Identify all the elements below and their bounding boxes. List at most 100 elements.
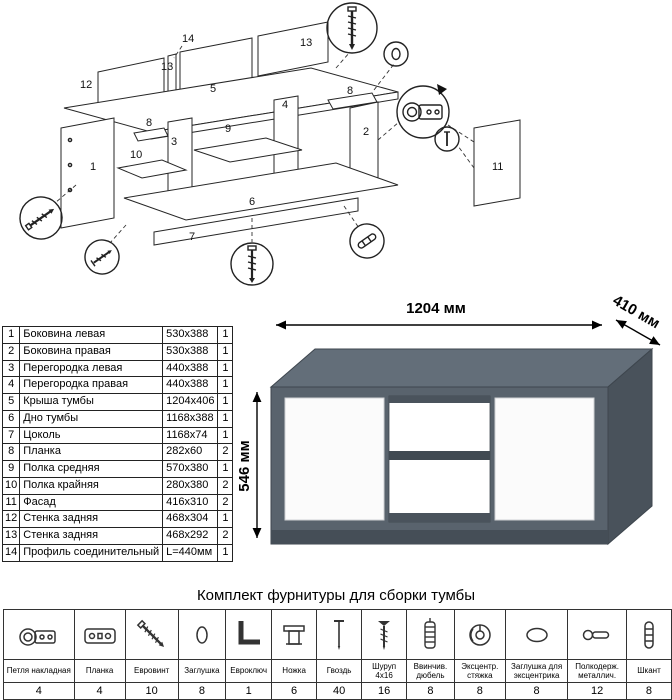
callout-hinge <box>396 84 450 139</box>
part-size: 468x304 <box>162 510 219 528</box>
cap-icon <box>196 625 208 644</box>
hardware-name: Евровинт <box>124 659 179 683</box>
part-number: 1 <box>1 326 21 344</box>
part-qty: 2 <box>217 493 234 512</box>
width-dimension-label: 1204 мм <box>406 300 466 317</box>
cabinet-render: 1204 мм 410 мм 546 мм <box>236 292 663 546</box>
part-number: 8 <box>1 443 21 461</box>
part-qty: 1 <box>217 510 234 528</box>
side-left <box>60 117 115 229</box>
part-label: 6 <box>249 196 255 208</box>
part-name: Боковина левая <box>19 326 164 344</box>
hardware-qty: 8 <box>453 682 506 700</box>
part-qty: 1 <box>217 393 234 411</box>
hardware-qty-row: 4 4 10 8 1 6 40 16 8 8 8 12 8 <box>3 682 672 700</box>
part-size: 530x388 <box>162 326 219 344</box>
part-size: 468x292 <box>162 527 219 545</box>
part-number: 13 <box>1 527 21 545</box>
cabinet-body <box>269 347 654 546</box>
part-qty: 1 <box>217 426 234 445</box>
callout-confirmat-left <box>19 196 63 240</box>
hardware-name: Заглушка для эксцентрика <box>504 659 569 683</box>
part-qty: 2 <box>217 527 234 545</box>
part-number: 14 <box>1 543 21 562</box>
dimension-depth: 410 мм <box>610 292 663 346</box>
part-name: Цоколь <box>19 426 164 445</box>
hardware-name: Планка <box>73 659 126 683</box>
part-number: 5 <box>1 393 21 411</box>
part-name: Стенка задняя <box>19 510 164 528</box>
hardware-kit-table: Петля накладная Планка Евровинт Заглушка… <box>3 609 672 700</box>
height-dimension-label: 546 мм <box>236 440 253 491</box>
left-door <box>284 397 385 521</box>
hex-key-icon <box>238 620 260 644</box>
bottom-panel <box>123 162 399 221</box>
screw-icon <box>378 620 391 650</box>
cam-cap-icon <box>525 627 548 642</box>
right-door <box>494 397 595 521</box>
part-label: 3 <box>171 136 177 148</box>
exploded-diagram: 14 13 12 13 5 8 9 3 8 1 10 4 2 6 7 11 <box>19 2 521 286</box>
middle-shelf <box>193 137 303 163</box>
part-name: Дно тумбы <box>19 409 164 428</box>
part-label: 12 <box>80 79 92 91</box>
divider-left <box>167 117 193 197</box>
part-size: 440x388 <box>162 359 219 378</box>
callout-screw-small <box>434 126 460 152</box>
hardware-icons-row <box>3 609 672 660</box>
part-name: Планка <box>19 443 164 461</box>
part-number: 6 <box>1 409 21 428</box>
part-size: 570x380 <box>162 460 219 478</box>
part-qty: 2 <box>217 476 234 495</box>
part-number: 10 <box>1 476 21 495</box>
part-name: Крыша тумбы <box>19 393 164 411</box>
hardware-name: Евроключ <box>225 659 273 683</box>
part-name: Перегородка левая <box>19 359 164 378</box>
shelf-pin-icon <box>582 629 610 640</box>
part-label: 8 <box>146 117 152 129</box>
part-label: 10 <box>130 149 142 161</box>
plate-icon <box>83 627 116 644</box>
hardware-qty: 16 <box>361 682 408 700</box>
hardware-name: Ножка <box>271 659 318 683</box>
part-qty: 1 <box>217 460 234 478</box>
part-name: Перегородка правая <box>19 376 164 394</box>
plinth <box>153 197 359 246</box>
hardware-name: Шкант <box>625 659 672 683</box>
middle-shelf <box>389 451 490 460</box>
cam-lock-icon <box>469 623 491 646</box>
hardware-qty: 4 <box>3 682 75 700</box>
part-qty: 1 <box>217 376 234 394</box>
hardware-qty: 1 <box>225 682 273 700</box>
hinge-icon <box>19 627 56 646</box>
nail-icon <box>334 619 345 650</box>
part-size: 416x310 <box>162 493 219 512</box>
depth-dimension-label: 410 мм <box>610 292 663 332</box>
part-qty: 1 <box>217 409 234 428</box>
hardware-qty: 10 <box>124 682 179 700</box>
callout-cap <box>383 41 409 67</box>
hardware-name: Петля накладная <box>3 659 75 683</box>
part-label: 8 <box>347 85 353 97</box>
part-name: Полка средняя <box>19 460 164 478</box>
hardware-names-row: Петля накладная Планка Евровинт Заглушка… <box>3 659 672 683</box>
part-label: 1 <box>90 161 96 173</box>
part-qty: 2 <box>217 443 234 461</box>
dimension-width: 1204 мм <box>276 300 602 330</box>
part-label: 11 <box>492 161 503 173</box>
part-size: 530x388 <box>162 342 219 361</box>
screw-dowel-icon <box>424 617 437 649</box>
part-size: 440x388 <box>162 376 219 394</box>
cabinet-plinth <box>271 530 608 544</box>
leader-lines <box>54 45 475 244</box>
part-qty: 1 <box>217 359 234 378</box>
part-size: 282x60 <box>162 443 219 461</box>
part-number: 3 <box>1 359 21 378</box>
hardware-name: Ввинчив. дюбель <box>406 659 455 683</box>
hardware-name: Полкодерж. металлич. <box>567 659 627 683</box>
hardware-name: Гвоздь <box>316 659 363 683</box>
